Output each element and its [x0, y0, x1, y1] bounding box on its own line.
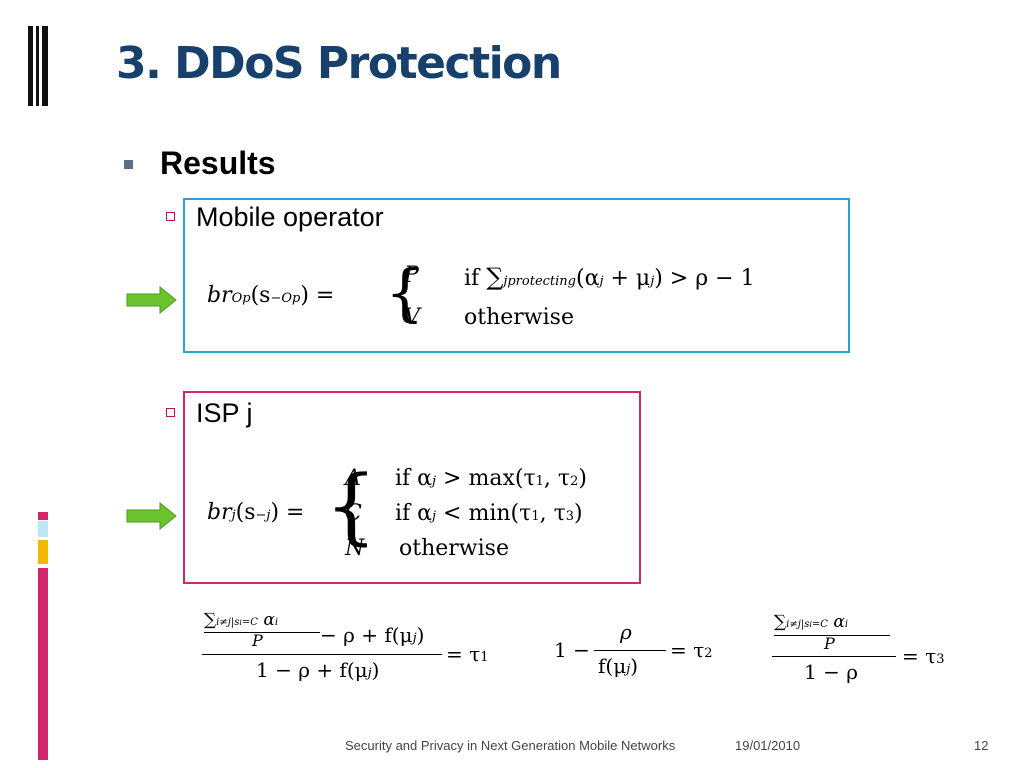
bullet-square-icon — [124, 160, 133, 169]
arrow-right-icon — [126, 502, 177, 530]
bullet-results: Results — [160, 145, 276, 181]
isp-box — [183, 391, 641, 584]
formula-tau1: ∑i≠j|si=C αi P − ρ + f(μj) 1 − ρ + f(μj)… — [202, 610, 489, 682]
brace-left: { — [325, 459, 378, 554]
slide-number: 12 — [974, 738, 989, 753]
formula-isp: brj(s−j) = { A if αj > max(τ1, τ2) C if … — [207, 459, 627, 570]
sub-bullet-icon — [166, 408, 175, 417]
sub-bullet-isp: ISP j — [196, 398, 253, 428]
sub-bullet-mobile-operator: Mobile operator — [196, 202, 384, 232]
footer-date: 19/01/2010 — [735, 738, 801, 753]
slide-title: 3. DDoS Protection — [116, 38, 562, 89]
brace-left: { — [385, 256, 425, 329]
formula-tau2: 1 − ρ f(μj) = τ2 — [554, 620, 713, 678]
sub-bullet-icon — [166, 212, 175, 221]
slide-decoration-color-bar — [38, 512, 48, 760]
slide-decoration-top-bars — [28, 26, 50, 106]
footer-text: Security and Privacy in Next Generation … — [345, 738, 676, 753]
formula-tau3: ∑i≠j|si=C αi P 1 − ρ = τ3 — [772, 612, 945, 684]
arrow-right-icon — [126, 286, 177, 314]
mobile-operator-box — [183, 198, 850, 353]
formula-operator: brOp(s−Op) = { P if ∑jprotecting(αj + μj… — [207, 255, 837, 345]
